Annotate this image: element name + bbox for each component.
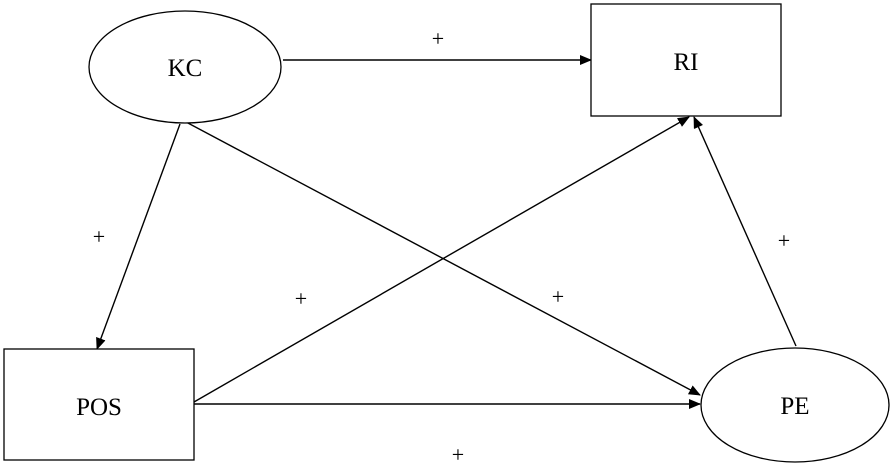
- node-pe-label: PE: [780, 393, 809, 420]
- node-kc: [88, 10, 282, 124]
- node-ri: [590, 3, 782, 117]
- sign-kc-ri: +: [432, 26, 444, 51]
- sign-pe-ri: +: [778, 228, 790, 253]
- sign-pos-ri: +: [295, 286, 307, 311]
- node-pos-label: POS: [76, 394, 122, 421]
- sign-kc-pe: +: [552, 284, 564, 309]
- edge-pos-ri: [193, 116, 690, 403]
- node-ri-label: RI: [674, 49, 699, 76]
- sign-kc-pos: +: [93, 224, 105, 249]
- node-pos: [3, 348, 195, 461]
- node-pe: [700, 347, 890, 463]
- edge-kc-pos: [96, 123, 181, 350]
- edge-pe-ri: [693, 116, 797, 347]
- node-kc-label: KC: [168, 55, 203, 82]
- sign-pos-pe: +: [452, 442, 464, 464]
